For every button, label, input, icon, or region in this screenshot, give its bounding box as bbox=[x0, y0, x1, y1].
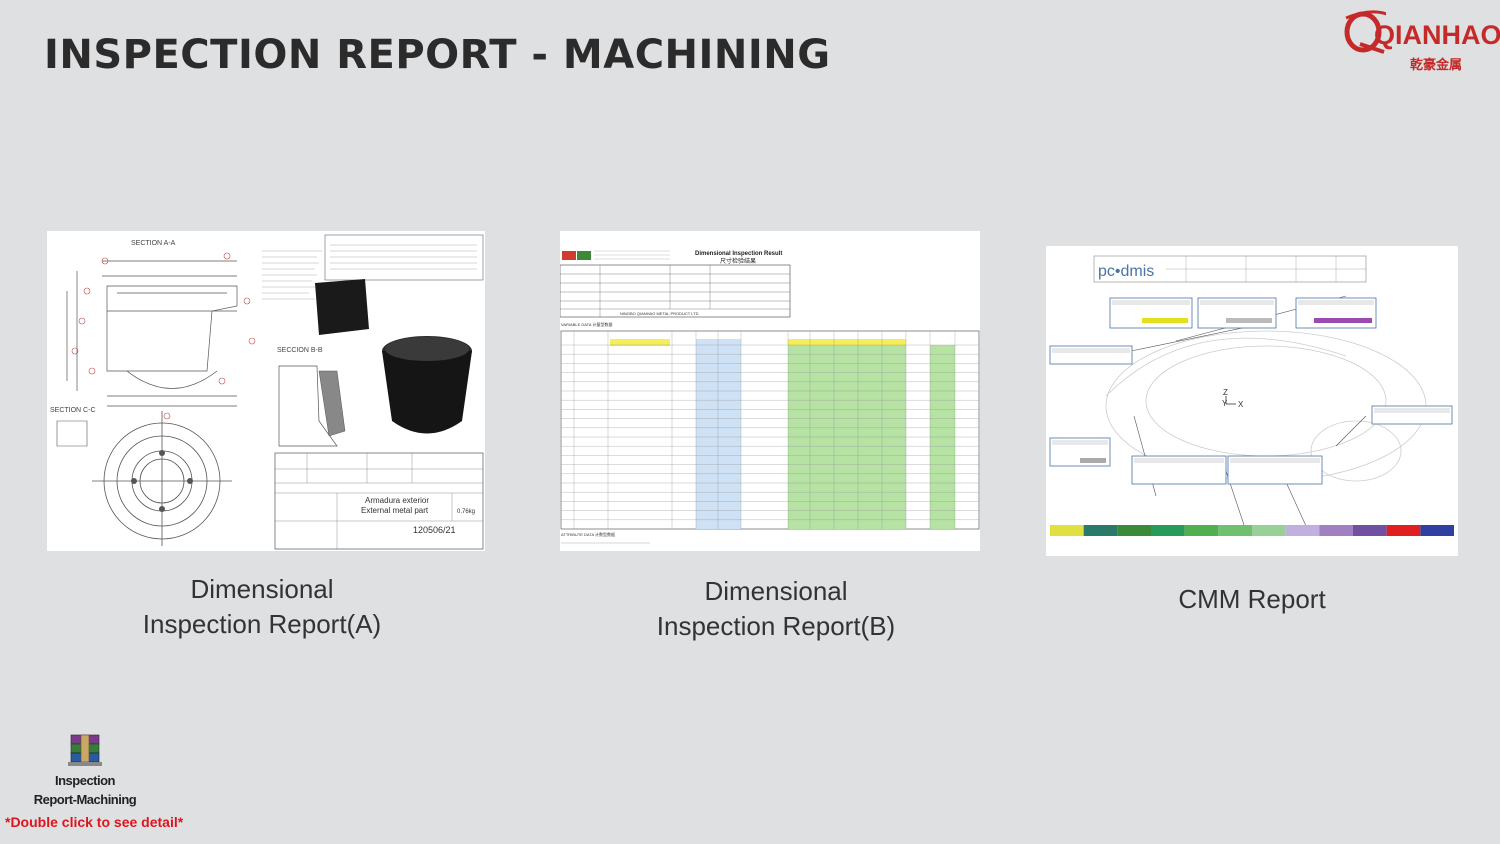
dimensional-report-b-thumbnail[interactable]: Dimensional Inspection Result 尺寸检验结果 NIN… bbox=[560, 231, 980, 551]
measurement-table bbox=[560, 330, 980, 530]
embedded-archive-file[interactable]: Inspection Report-Machining bbox=[20, 733, 150, 809]
cmm-color-scale bbox=[1050, 525, 1454, 536]
section-aa-label: SECTION A-A bbox=[131, 240, 176, 247]
variable-data-label: VARIABLE DATA 计量型数据 bbox=[561, 321, 612, 327]
logo-chinese-text: 乾豪金属 bbox=[1410, 57, 1463, 72]
drawing-number: 120506/21 bbox=[413, 525, 456, 535]
caption-report-a-line1: Dimensional bbox=[190, 574, 334, 604]
logo-text: QIANHAO bbox=[1374, 20, 1500, 50]
title-block-name-en: External metal part bbox=[361, 506, 429, 515]
caption-report-b: Dimensional Inspection Report(B) bbox=[626, 574, 926, 644]
winrar-archive-icon bbox=[67, 733, 103, 767]
caption-report-b-line1: Dimensional bbox=[704, 576, 848, 606]
caption-cmm-report: CMM Report bbox=[1178, 584, 1326, 614]
report-company: NINGBO QIANHAO METAL PRODUCT LTD bbox=[620, 311, 699, 316]
caption-report-a-line2: Inspection Report(A) bbox=[142, 609, 382, 639]
axis-z-label: Z bbox=[1223, 388, 1228, 397]
cmm-callouts bbox=[1049, 297, 1453, 485]
part-weight: 0.76kg bbox=[457, 509, 475, 515]
dimensional-report-a-thumbnail[interactable]: SECTION A-A bbox=[47, 231, 485, 551]
title-block-name: Armadura exterior bbox=[365, 496, 429, 505]
cmm-report-thumbnail[interactable]: pc•dmis Z Y X bbox=[1046, 246, 1458, 556]
caption-report-a: Dimensional Inspection Report(A) bbox=[112, 572, 412, 642]
axis-y-label: Y bbox=[1222, 399, 1228, 408]
slide-title: INSPECTION REPORT - MACHINING bbox=[44, 32, 831, 78]
pcdmis-brand: pc•dmis bbox=[1098, 263, 1154, 280]
logo-swoosh-icon bbox=[1344, 10, 1386, 54]
double-click-hint: *Double click to see detail* bbox=[5, 814, 184, 830]
caption-report-b-line2: Inspection Report(B) bbox=[656, 611, 896, 641]
section-bb-label: SECCION B-B bbox=[277, 347, 323, 354]
report-doc-title: Dimensional Inspection Result bbox=[695, 251, 782, 257]
axis-x-label: X bbox=[1238, 400, 1244, 409]
attribute-data-label: ATTRIBUTE DATA 计数型数据 bbox=[561, 531, 615, 537]
archive-label-line2: Report-Machining bbox=[33, 792, 137, 807]
report-doc-title-cn: 尺寸检验结果 bbox=[720, 257, 756, 265]
section-cc-label: SECTION C-C bbox=[50, 407, 96, 414]
archive-label-line1: Inspection bbox=[54, 773, 116, 788]
company-logo: QIANHAO 乾豪金属 bbox=[1340, 6, 1500, 72]
